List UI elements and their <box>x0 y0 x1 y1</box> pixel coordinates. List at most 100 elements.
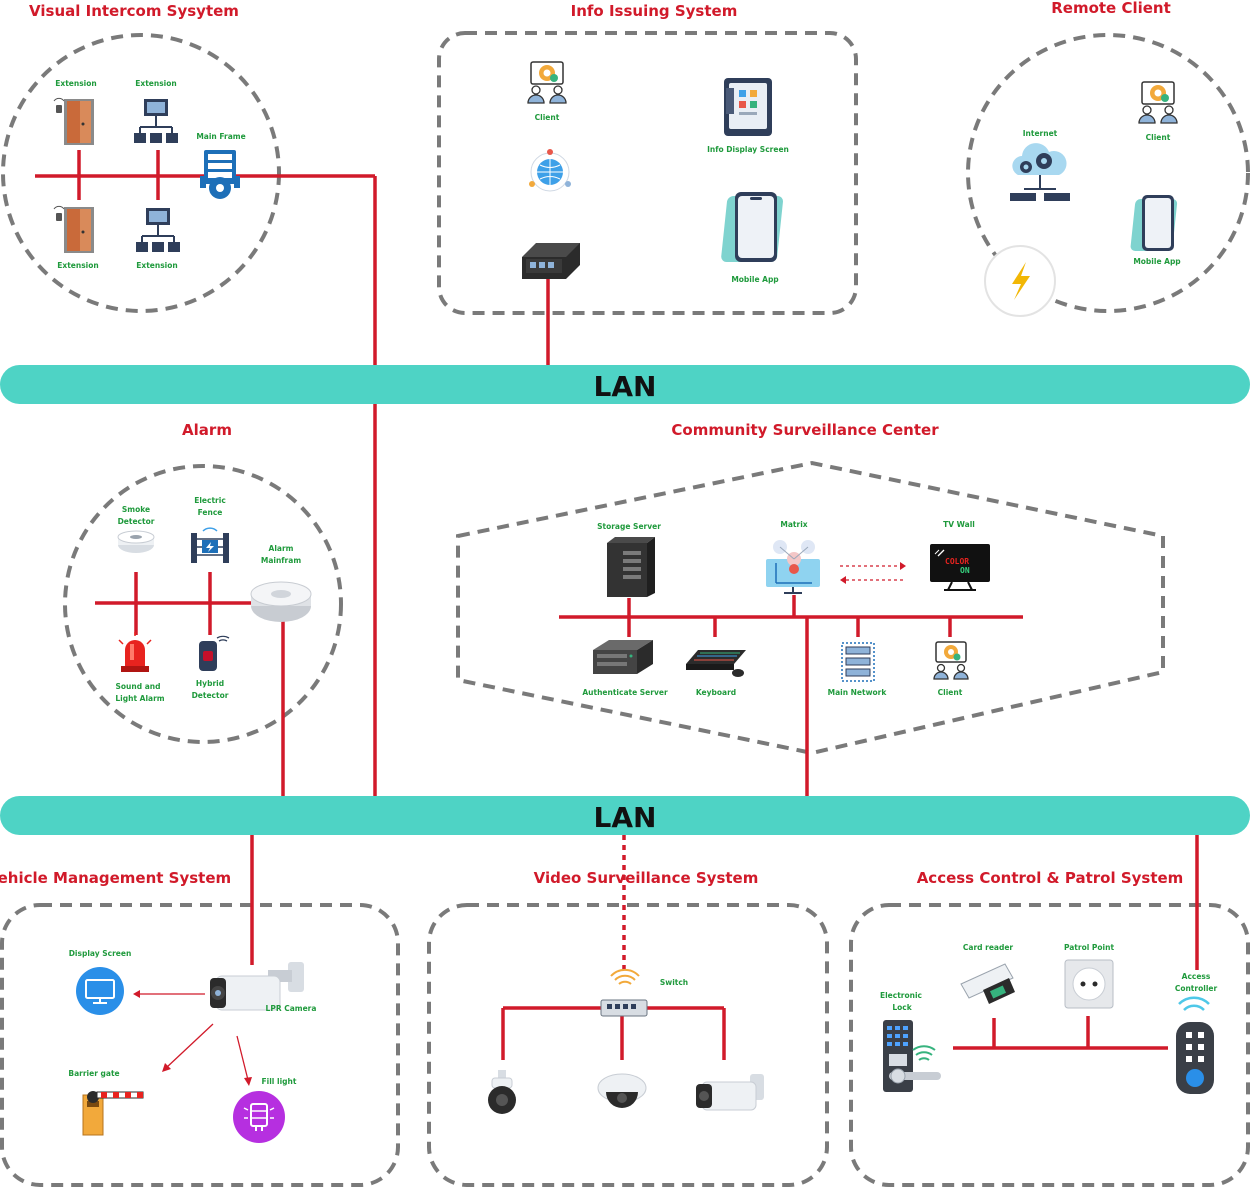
switch-icon <box>600 968 648 1017</box>
label-matrix: Matrix <box>780 520 807 529</box>
label-detector: Detector <box>118 517 155 526</box>
label-client: Client <box>938 688 963 697</box>
label-main-frame: Main Frame <box>196 132 245 141</box>
video-title: Video Surveillance System <box>534 869 759 887</box>
label-lock: Lock <box>892 1003 912 1012</box>
lan-bar-top <box>0 365 1250 404</box>
tv-text-on: ON <box>960 566 970 575</box>
alarm-wiring <box>95 572 285 797</box>
server-gear-icon <box>200 150 240 199</box>
keyboard-icon <box>686 650 746 677</box>
socket-icon <box>1064 959 1114 1009</box>
tv-wall-icon: COLOR ON <box>930 544 990 591</box>
rack-server-icon <box>593 640 653 674</box>
phone-icon <box>1130 195 1178 251</box>
label-switch: Switch <box>660 978 688 987</box>
label-detector: Detector <box>192 691 229 700</box>
barrier-gate-icon <box>82 1091 144 1136</box>
access-boundary <box>849 903 1250 1187</box>
surveillance-wiring <box>559 562 1023 797</box>
label-internet: Internet <box>1023 129 1058 138</box>
label-barrier-gate: Barrier gate <box>68 1069 119 1078</box>
label-mainfram: Mainfram <box>261 556 301 565</box>
door-icon <box>53 205 94 253</box>
label-hybrid: Hybrid <box>196 679 224 688</box>
info-title: Info Issuing System <box>571 2 738 20</box>
storage-server-icon <box>607 537 655 597</box>
label-mobile-app: Mobile App <box>1133 257 1181 266</box>
label-keyboard: Keyboard <box>696 688 736 697</box>
label-electric: Electric <box>194 496 226 505</box>
computer-network-icon <box>136 208 180 252</box>
vehicle-boundary <box>0 903 400 1187</box>
label-storage-server: Storage Server <box>597 522 661 531</box>
label-fence: Fence <box>198 508 223 517</box>
label-client: Client <box>535 113 560 122</box>
alarm-boundary <box>63 464 343 744</box>
label-extension: Extension <box>55 79 97 88</box>
label-smoke: Smoke <box>122 505 150 514</box>
ptz-camera-icon <box>488 1070 516 1114</box>
vehicle-title: Vehicle Management System <box>0 869 231 887</box>
info-boundary <box>437 31 858 315</box>
alarm-title: Alarm <box>182 421 232 439</box>
electric-fence-icon <box>191 527 229 563</box>
label-patrol-point: Patrol Point <box>1064 943 1115 952</box>
label-extension: Extension <box>135 79 177 88</box>
door-icon <box>53 97 94 145</box>
client-gear-icon <box>527 61 567 104</box>
bullet-camera-icon <box>696 1074 764 1111</box>
label-info-display-screen: Info Display Screen <box>707 145 789 154</box>
hybrid-detector-icon <box>199 635 230 671</box>
label-sound-and: Sound and <box>116 682 161 691</box>
client-gear-icon <box>933 641 969 680</box>
access-wiring <box>953 835 1199 1050</box>
access-title: Access Control & Patrol System <box>917 869 1184 887</box>
label-mobile-app: Mobile App <box>731 275 779 284</box>
vehicle-wiring <box>133 835 254 1086</box>
label-controller: Controller <box>1175 984 1218 993</box>
label-card-reader: Card reader <box>963 943 1014 952</box>
bullet-camera-icon <box>210 962 304 1011</box>
intercom-title: Visual Intercom Sysytem <box>29 2 239 20</box>
label-authenticate-server: Authenticate Server <box>582 688 668 697</box>
alarm-mainframe-icon <box>250 581 312 622</box>
switch-icon <box>522 243 580 279</box>
label-client: Client <box>1146 133 1171 142</box>
client-gear-icon <box>1138 81 1178 124</box>
remote-boundary <box>966 33 1250 313</box>
dome-camera-icon <box>597 1073 647 1108</box>
card-reader-icon <box>960 963 1015 1004</box>
label-electronic: Electronic <box>880 991 922 1000</box>
surveillance-title: Community Surveillance Center <box>671 421 939 439</box>
label-access: Access <box>1182 972 1211 981</box>
lightning-icon <box>984 245 1056 317</box>
monitor-icon <box>76 967 124 1015</box>
fill-light-icon <box>233 1091 285 1143</box>
label-main-network: Main Network <box>828 688 888 697</box>
label-alarm: Alarm <box>269 544 294 553</box>
video-boundary <box>427 903 829 1187</box>
label-lpr-camera: LPR Camera <box>266 1004 317 1013</box>
label-light-alarm: Light Alarm <box>115 694 164 703</box>
electronic-lock-icon <box>883 1020 941 1092</box>
label-fill-light: Fill light <box>262 1077 297 1086</box>
remote-controller-icon <box>1176 996 1214 1094</box>
tablet-icon <box>724 78 772 136</box>
label-extension: Extension <box>57 261 99 270</box>
matrix-icon <box>766 540 820 594</box>
remote-title: Remote Client <box>1051 0 1171 17</box>
computer-network-icon <box>134 99 178 143</box>
lan-label-bottom: LAN <box>594 801 657 834</box>
smoke-detector-icon <box>117 530 155 553</box>
tv-text-color: COLOR <box>945 557 969 566</box>
cloud-gear-icon <box>1010 143 1070 201</box>
main-network-icon <box>841 642 875 682</box>
lan-bar-bottom <box>0 796 1250 835</box>
globe-network-icon <box>529 149 571 192</box>
phone-icon <box>721 192 783 262</box>
label-tv-wall: TV Wall <box>943 520 975 529</box>
surveillance-boundary <box>456 460 1165 756</box>
label-extension: Extension <box>136 261 178 270</box>
